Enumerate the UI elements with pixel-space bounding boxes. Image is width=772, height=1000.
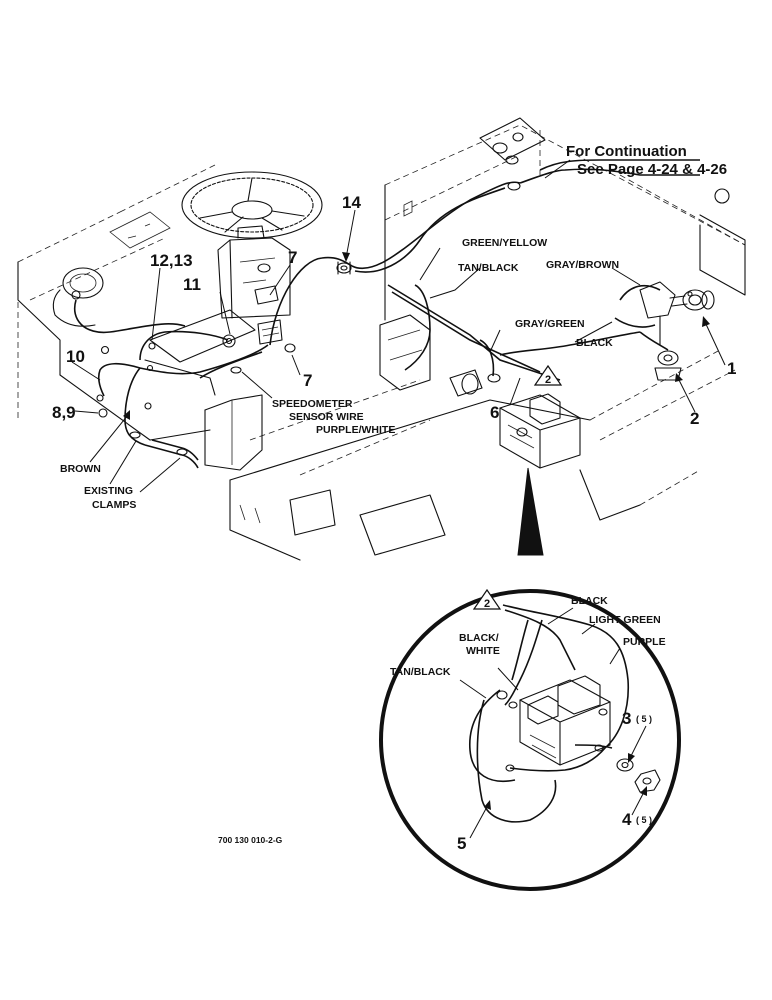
label-green-yellow: GREEN/YELLOW	[462, 237, 547, 249]
label-gray-brown: GRAY/BROWN	[546, 259, 619, 271]
callout-4: 4	[622, 810, 632, 829]
detail-label-black: BLACK	[571, 595, 608, 607]
label-sensor-wire: SENSOR WIRE	[289, 411, 364, 423]
wire-harness	[73, 159, 700, 469]
callout-7-lower: 7	[303, 371, 312, 390]
callout-3-qty: ( 5 )	[636, 714, 652, 724]
drawing-code: 700 130 010-2-G	[218, 835, 283, 845]
callout-5: 5	[457, 834, 466, 853]
note-flag-text: 2	[484, 598, 490, 610]
detail-wire-labels: BLACK LIGHT GREEN PURPLE BLACK/ WHITE TA…	[390, 595, 666, 678]
callout-2: 2	[690, 409, 699, 428]
continuation-line-1: For Continuation	[566, 143, 687, 160]
switch-assembly	[614, 281, 715, 381]
wire-labels: GREEN/YELLOW TAN/BLACK GRAY/BROWN GRAY/G…	[60, 237, 619, 511]
label-brown: BROWN	[60, 463, 101, 475]
note-flag-text: 2	[545, 374, 551, 386]
continuation-line-2: See Page 4-24 & 4-26	[577, 161, 727, 178]
steering-wheel	[181, 171, 323, 239]
continuation-note: For Continuation See Page 4-24 & 4-26	[566, 143, 727, 178]
dash-console	[217, 225, 291, 345]
callout-7-upper: 7	[288, 248, 297, 267]
detail-label-tan-black: TAN/BLACK	[390, 666, 451, 678]
callout-1: 1	[727, 359, 736, 378]
callout-10: 10	[66, 347, 85, 366]
detail-label-purple: PURPLE	[623, 636, 666, 648]
detail-label-black-white-2: WHITE	[466, 645, 500, 657]
callout-8-9: 8,9	[52, 403, 76, 422]
callout-14: 14	[342, 193, 361, 212]
label-existing: EXISTING	[84, 485, 133, 497]
callout-6: 6	[490, 403, 499, 422]
label-tan-black: TAN/BLACK	[458, 262, 519, 274]
label-gray-green: GRAY/GREEN	[515, 318, 585, 330]
label-clamps: CLAMPS	[92, 499, 136, 511]
note-flag-detail: 2	[472, 588, 502, 610]
label-black: BLACK	[576, 337, 613, 349]
detail-pointer	[517, 467, 544, 556]
detail-label-light-green: LIGHT GREEN	[589, 614, 661, 626]
callout-3: 3	[622, 709, 631, 728]
label-speedometer: SPEEDOMETER	[272, 398, 353, 410]
callout-4-qty: ( 5 )	[636, 815, 652, 825]
callout-leaders	[71, 159, 726, 493]
detail-label-black-white-1: BLACK/	[459, 632, 499, 644]
note-flag-main: 2	[533, 364, 563, 386]
tractor-frame	[17, 117, 746, 561]
label-purple-white: PURPLE/WHITE	[316, 424, 395, 436]
detail-view	[379, 589, 681, 891]
module-main	[499, 393, 581, 469]
callout-numbers: 14 12,13 7 11 7 10 8,9 1 2 6 3 ( 5 ) 4 (…	[52, 193, 736, 853]
callout-12-13: 12,13	[150, 251, 193, 270]
callout-11: 11	[183, 275, 201, 294]
